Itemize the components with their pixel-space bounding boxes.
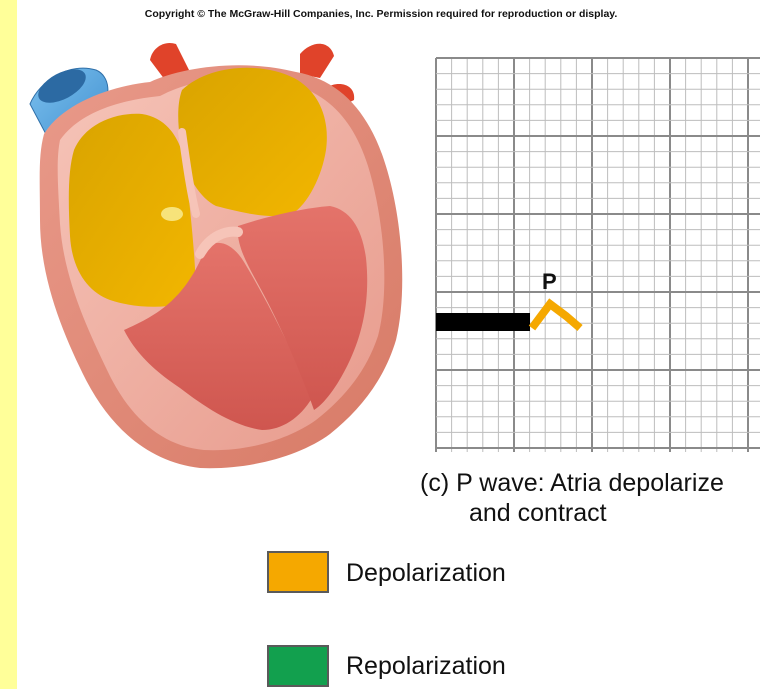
ecg-grid xyxy=(436,58,760,452)
caption-line-1: (c) P wave: Atria depolarize xyxy=(420,469,724,497)
p-wave-label: P xyxy=(542,269,557,294)
legend-swatch-depolarization xyxy=(267,551,329,593)
caption-line-2: and contract xyxy=(420,498,760,528)
pulmonary-artery-1 xyxy=(300,44,334,78)
legend-label-repolarization: Repolarization xyxy=(346,652,506,681)
heart-illustration xyxy=(30,43,402,468)
figure-caption: (c) P wave: Atria depolarize and contrac… xyxy=(420,468,760,528)
legend-swatch-repolarization xyxy=(267,645,329,687)
legend-label-depolarization: Depolarization xyxy=(346,559,506,588)
